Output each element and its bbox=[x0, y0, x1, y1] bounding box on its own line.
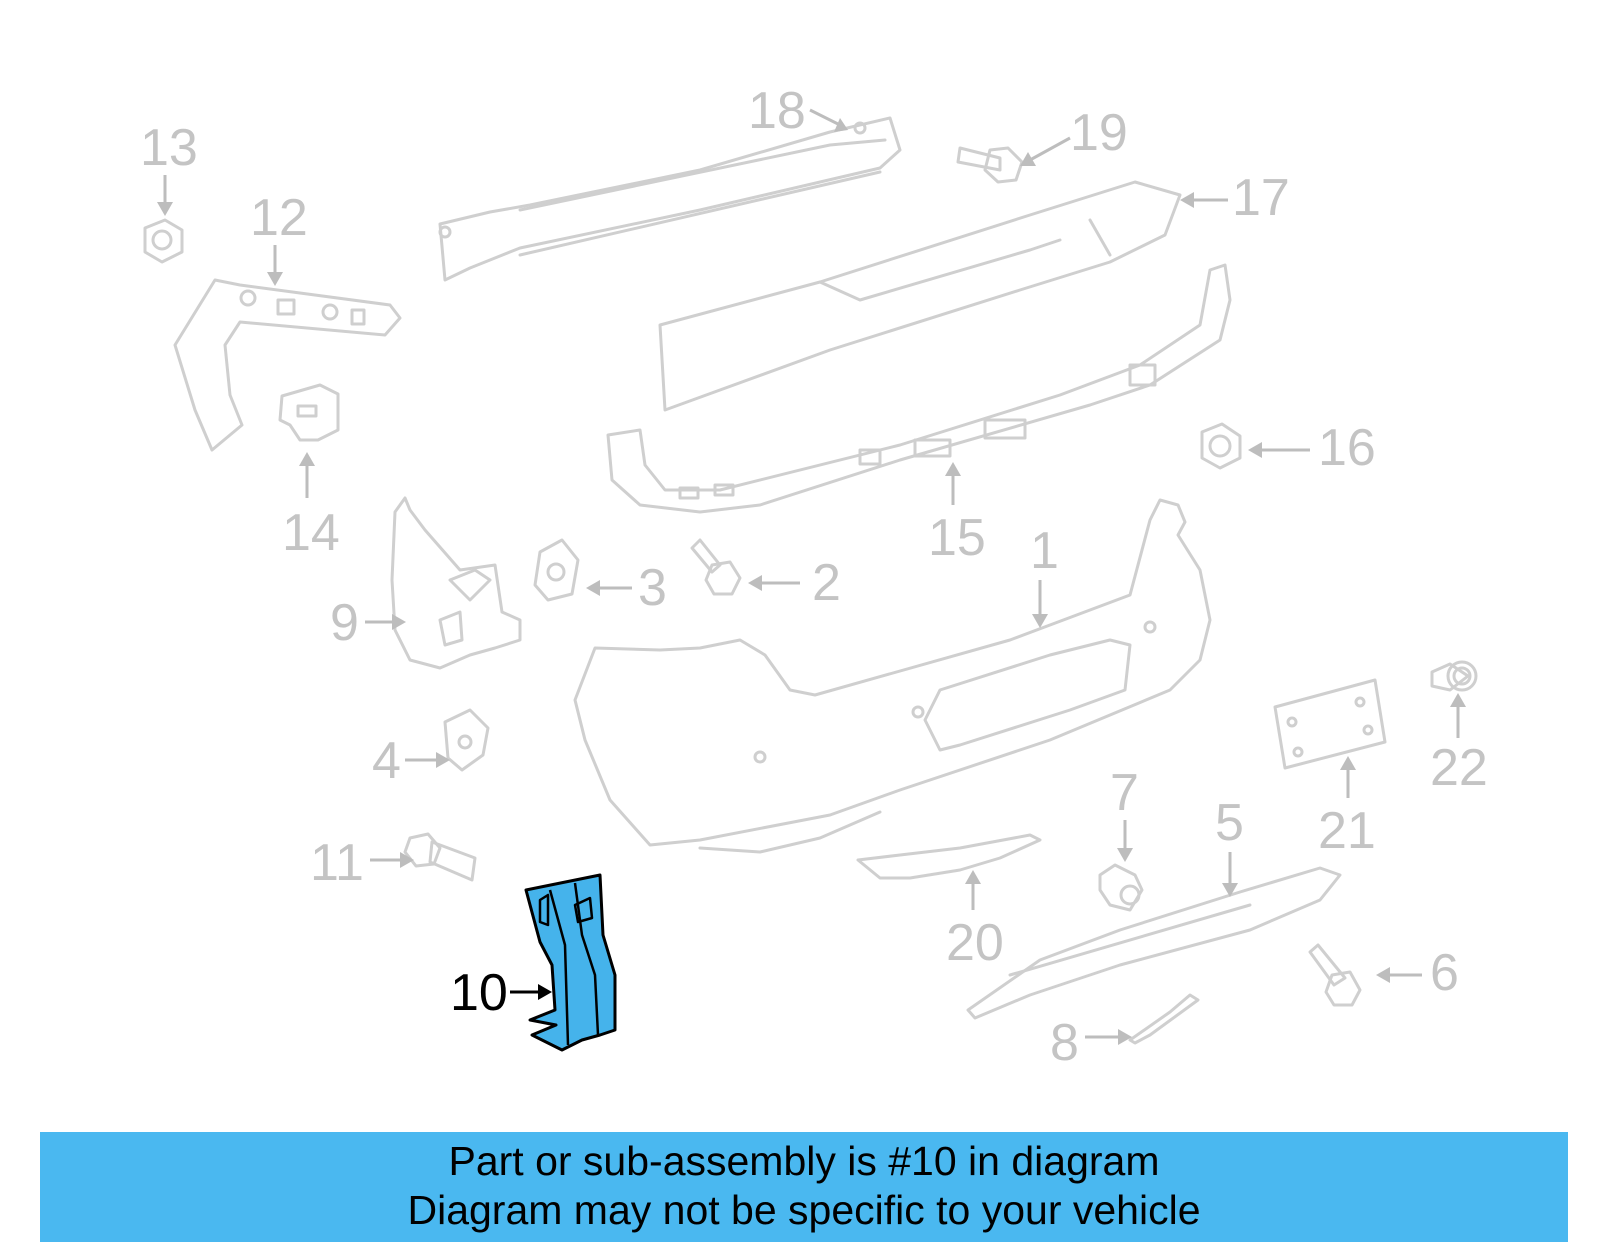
part-15-support[interactable] bbox=[606, 263, 1232, 514]
callout-19: 19 bbox=[1020, 104, 1128, 166]
part-7-clip[interactable] bbox=[1098, 863, 1144, 912]
part-22-sensor[interactable] bbox=[1430, 660, 1478, 692]
part-11-bolt[interactable] bbox=[403, 832, 477, 882]
callout-4: 4 bbox=[372, 732, 450, 790]
callout-6: 6 bbox=[1376, 944, 1459, 1002]
part-4-clip[interactable] bbox=[443, 708, 490, 772]
callout-20: 20 bbox=[946, 870, 1004, 972]
callout-13: 13 bbox=[140, 119, 198, 216]
callout-8: 8 bbox=[1050, 1014, 1132, 1072]
banner-part-note: Part or sub-assembly is #10 in diagram bbox=[448, 1138, 1160, 1184]
svg-text:13: 13 bbox=[140, 119, 198, 177]
part-16-nut[interactable] bbox=[1200, 422, 1242, 470]
callout-1: 1 bbox=[1030, 522, 1059, 628]
callout-7: 7 bbox=[1110, 764, 1139, 862]
svg-text:7: 7 bbox=[1110, 764, 1139, 822]
callout-22: 22 bbox=[1430, 693, 1488, 797]
part-10-bracket-highlighted[interactable] bbox=[524, 873, 617, 1052]
part-21-plate[interactable] bbox=[1273, 678, 1387, 770]
part-17-absorber[interactable] bbox=[658, 180, 1182, 412]
callout-15: 15 bbox=[928, 462, 986, 567]
svg-text:8: 8 bbox=[1050, 1014, 1079, 1072]
part-13-nut[interactable] bbox=[143, 218, 184, 264]
svg-text:4: 4 bbox=[372, 732, 401, 790]
callout-10: 10 bbox=[450, 964, 552, 1022]
callout-14: 14 bbox=[282, 452, 340, 562]
svg-text:14: 14 bbox=[282, 504, 340, 562]
svg-text:12: 12 bbox=[250, 189, 308, 247]
svg-text:20: 20 bbox=[946, 914, 1004, 972]
svg-text:1: 1 bbox=[1030, 522, 1059, 580]
banner-disclaimer: Diagram may not be specific to your vehi… bbox=[407, 1187, 1201, 1233]
info-banner: Part or sub-assembly is #10 in diagram D… bbox=[40, 1132, 1568, 1242]
part-3-clip[interactable] bbox=[533, 538, 580, 602]
svg-text:11: 11 bbox=[310, 834, 364, 892]
svg-text:9: 9 bbox=[330, 594, 359, 652]
callout-21: 21 bbox=[1318, 756, 1376, 860]
callout-16: 16 bbox=[1248, 419, 1376, 477]
part-19-bolt[interactable] bbox=[956, 146, 1024, 184]
part-8-trim[interactable] bbox=[1128, 993, 1200, 1045]
svg-text:19: 19 bbox=[1070, 104, 1128, 162]
svg-text:6: 6 bbox=[1430, 944, 1459, 1002]
svg-text:3: 3 bbox=[638, 559, 667, 617]
callout-9: 9 bbox=[330, 594, 406, 652]
callout-12: 12 bbox=[250, 189, 308, 286]
part-2-bolt[interactable] bbox=[690, 538, 742, 596]
part-14-clip[interactable] bbox=[278, 383, 340, 442]
svg-text:21: 21 bbox=[1318, 802, 1376, 860]
part-18-bar[interactable] bbox=[438, 116, 902, 282]
svg-text:2: 2 bbox=[812, 554, 841, 612]
svg-text:22: 22 bbox=[1430, 739, 1488, 797]
callout-17: 17 bbox=[1180, 169, 1290, 227]
callout-18: 18 bbox=[748, 82, 848, 140]
svg-text:18: 18 bbox=[748, 82, 806, 140]
part-6-bolt[interactable] bbox=[1308, 943, 1362, 1007]
part-5-valance[interactable] bbox=[966, 866, 1342, 1020]
part-1-bumper-cover[interactable] bbox=[573, 498, 1212, 854]
svg-text:15: 15 bbox=[928, 509, 986, 567]
svg-text:10: 10 bbox=[450, 964, 508, 1022]
parts-diagram: 18 19 17 13 12 14 16 15 1 bbox=[140, 82, 1488, 1072]
svg-text:17: 17 bbox=[1232, 169, 1290, 227]
svg-text:5: 5 bbox=[1215, 794, 1244, 852]
part-12-bracket[interactable] bbox=[173, 278, 402, 452]
callout-5: 5 bbox=[1215, 794, 1244, 897]
part-20-reflector[interactable] bbox=[856, 833, 1042, 880]
part-9-mudflap[interactable] bbox=[390, 496, 522, 670]
callout-2: 2 bbox=[748, 554, 841, 612]
callout-11: 11 bbox=[310, 834, 414, 892]
svg-text:16: 16 bbox=[1318, 419, 1376, 477]
callout-3: 3 bbox=[586, 559, 667, 617]
